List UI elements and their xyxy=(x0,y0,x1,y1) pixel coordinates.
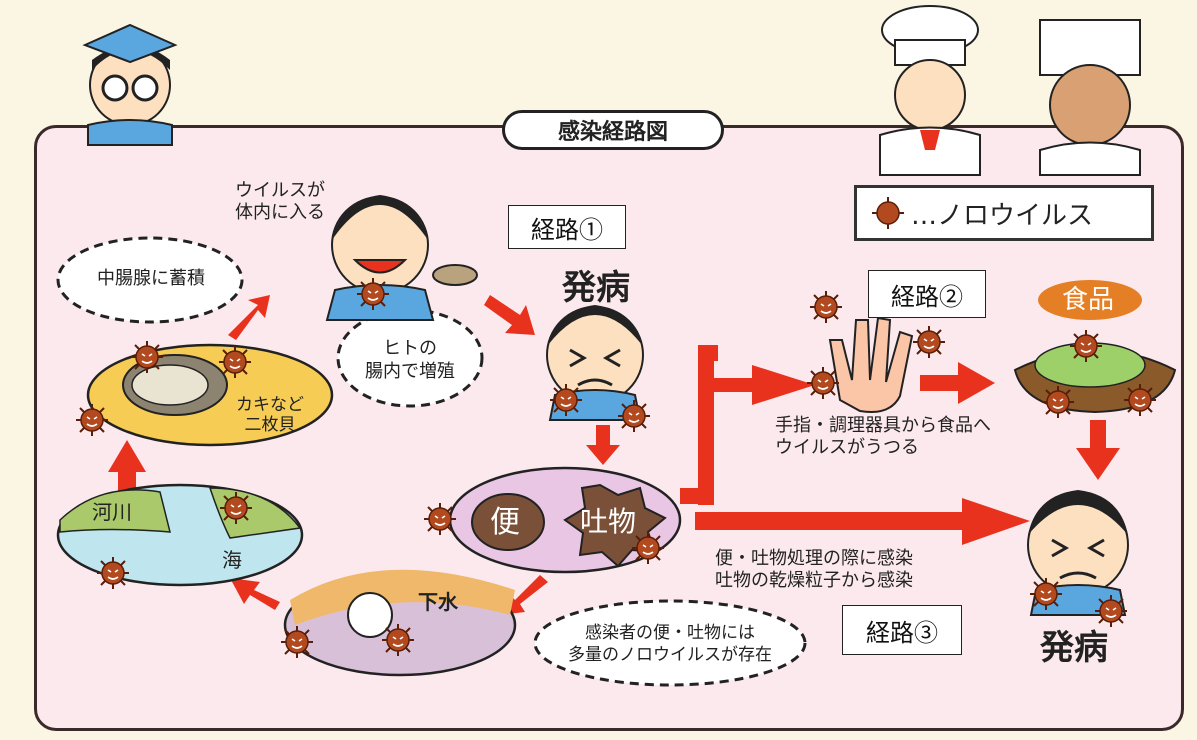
infected-bubble xyxy=(533,599,807,687)
handling-line1: 便・吐物処理の際に感染 xyxy=(715,548,913,569)
route-3-label: 経路③ xyxy=(842,605,962,655)
norovirus-icon xyxy=(872,197,904,229)
handling-line2: 吐物の乾燥粒子から感染 xyxy=(715,569,913,591)
sewage-circle xyxy=(283,569,517,677)
handling-text: 便・吐物処理の際に感染 吐物の乾燥粒子から感染 xyxy=(715,548,913,591)
eating-boy-icon xyxy=(325,195,478,321)
onset-top-label: 発病 xyxy=(562,268,630,308)
hands-text: 手指・調理器具から食品へ ウイルスがうつる xyxy=(775,415,991,458)
accumulate-bubble xyxy=(56,236,244,324)
virus-enters-text: ウイルスが 体内に入る xyxy=(210,180,350,223)
route-2-label: 経路② xyxy=(868,270,986,318)
oyster-line1: カキなど xyxy=(236,395,304,415)
multiply-text: ヒトの 腸内で増殖 xyxy=(338,337,482,384)
infected-line2: 多量のノロウイルスが存在 xyxy=(568,645,772,666)
onset-bottom-label: 発病 xyxy=(1040,628,1108,668)
river-label: 河川 xyxy=(92,500,132,524)
accumulate-text: 中腸腺に蓄積 xyxy=(97,268,205,289)
oyster-oval xyxy=(86,343,334,447)
multiply-line2: 腸内で増殖 xyxy=(365,361,455,383)
chef-character-icon xyxy=(879,5,981,176)
infected-text: 感染者の便・吐物には 多量のノロウイルスが存在 xyxy=(545,622,795,666)
sewage-label: 下水 xyxy=(418,590,458,614)
stool-label: 便 xyxy=(490,505,520,540)
legend: …ノロウイルス xyxy=(854,185,1154,241)
virus-enters-line2: 体内に入る xyxy=(235,201,325,223)
legend-text: …ノロウイルス xyxy=(911,200,1094,231)
flow-arrows xyxy=(108,295,1120,615)
food-label: 食品 xyxy=(1062,285,1115,315)
diagram-title: 感染経路図 xyxy=(502,110,724,150)
oyster-text: カキなど 二枚貝 xyxy=(215,395,325,436)
route-1-label: 経路① xyxy=(508,205,626,249)
oyster-line2: 二枚貝 xyxy=(244,415,296,436)
hands-line1: 手指・調理器具から食品へ xyxy=(775,415,991,436)
hand-icon xyxy=(828,316,914,413)
vomit-label: 吐物 xyxy=(580,505,637,538)
infected-line1: 感染者の便・吐物には xyxy=(585,623,755,643)
head-chef-character-icon xyxy=(1039,19,1141,176)
virus-enters-line1: ウイルスが xyxy=(235,180,325,201)
hands-line2: ウイルスがうつる xyxy=(775,436,919,458)
multiply-line1: ヒトの xyxy=(383,338,437,359)
stool-vomit-oval xyxy=(448,466,682,574)
sea-label: 海 xyxy=(222,548,242,572)
teacher-character-icon xyxy=(82,23,178,146)
